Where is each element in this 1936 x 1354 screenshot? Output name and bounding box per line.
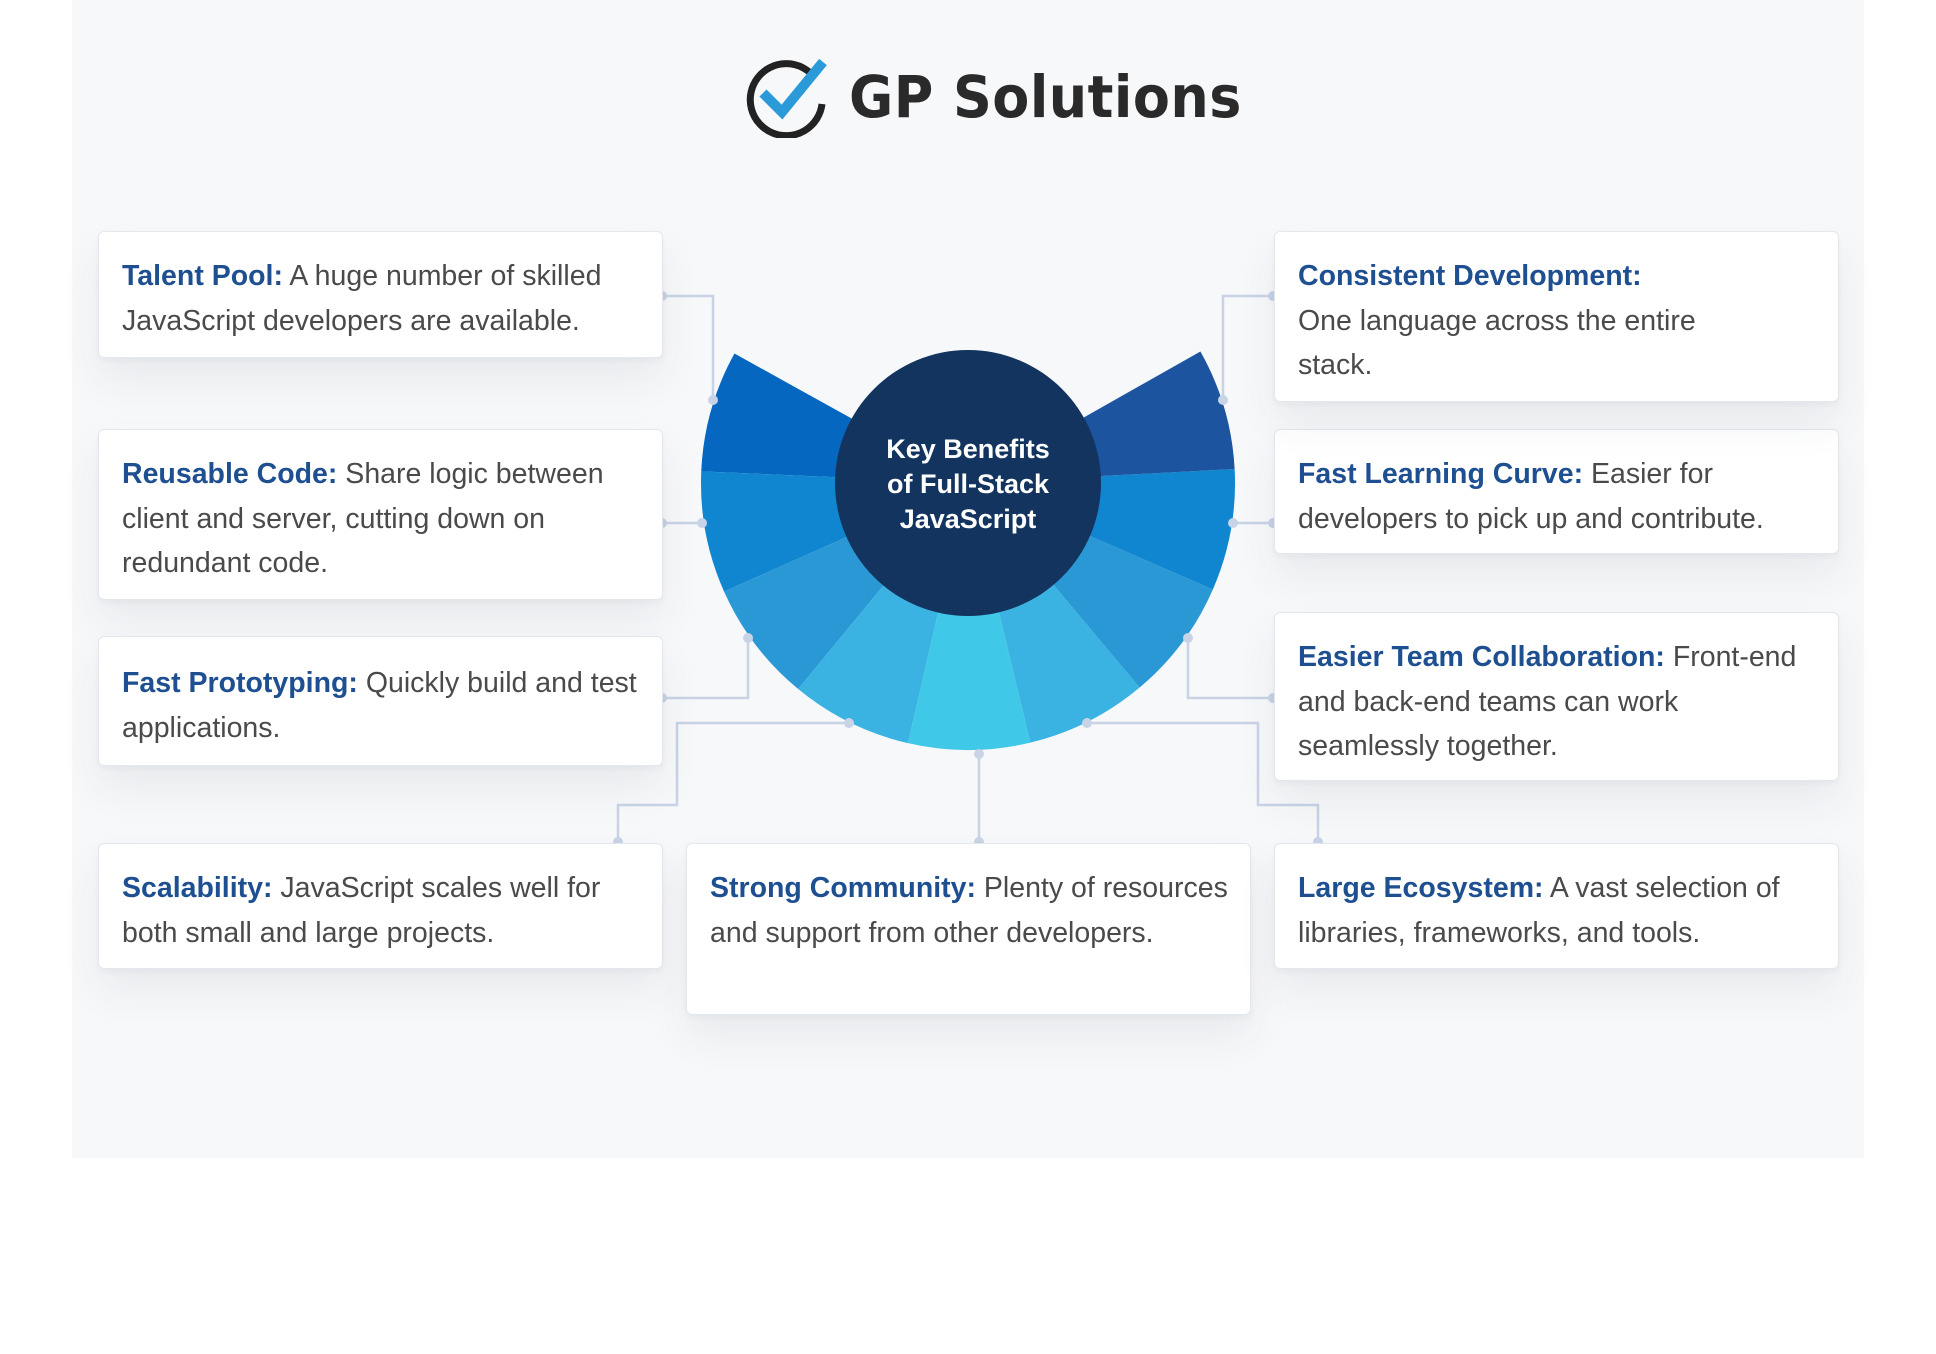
benefit-card-fast-prototyping: Fast Prototyping: Quickly build and test… — [98, 636, 663, 766]
benefit-card-strong-community: Strong Community: Plenty of resources an… — [686, 843, 1251, 1015]
benefit-card-reusable-code: Reusable Code: Share logic between clien… — [98, 429, 663, 600]
brand-logo: GP Solutions — [745, 56, 1271, 138]
connector-consistent-development — [1221, 294, 1273, 400]
center-circle — [835, 350, 1101, 616]
fan-segment — [907, 483, 1031, 750]
connector-team-collaboration — [1186, 638, 1273, 700]
benefit-card-large-ecosystem: Large Ecosystem: A vast selection of lib… — [1274, 843, 1839, 969]
benefit-card-scalability: Scalability: JavaScript scales well for … — [98, 843, 663, 969]
benefit-card-talent-pool: Talent Pool: A huge number of skilled Ja… — [98, 231, 663, 358]
connector-lines — [616, 294, 1320, 842]
benefit-card-consistent-development: Consistent Development: One language acr… — [1274, 231, 1839, 402]
check-circle-logo-icon — [746, 58, 827, 138]
benefit-card-fast-learning-curve: Fast Learning Curve: Easier for develope… — [1274, 429, 1839, 554]
benefit-card-team-collaboration: Easier Team Collaboration: Front-end and… — [1274, 612, 1839, 781]
center-title: Key Benefits of Full-Stack JavaScript — [886, 434, 1050, 534]
connector-scalability — [616, 721, 849, 842]
connector-talent-pool — [662, 294, 715, 400]
brand-name: GP Solutions — [849, 63, 1242, 131]
connector-large-ecosystem — [1087, 721, 1320, 842]
connector-fast-prototyping — [662, 638, 750, 700]
